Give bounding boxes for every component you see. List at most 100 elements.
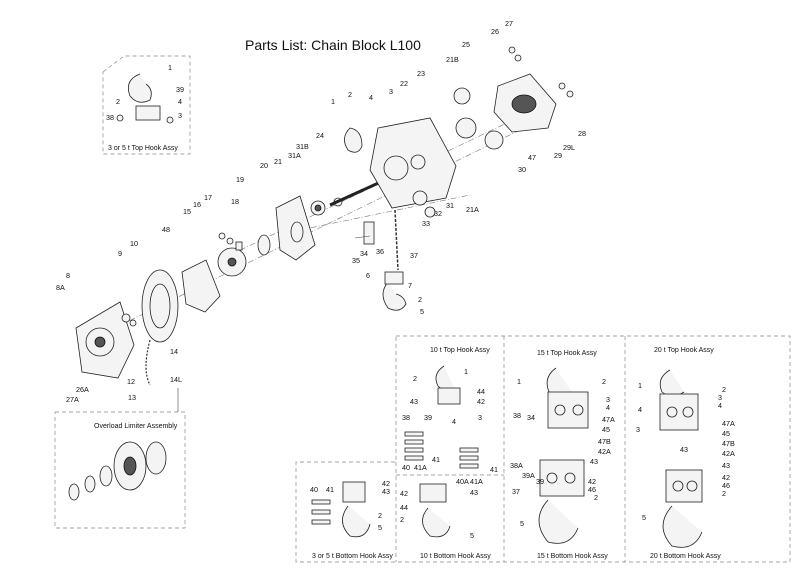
callout: 42 bbox=[722, 473, 730, 482]
callout: 31A bbox=[288, 151, 301, 160]
callout: 10 bbox=[130, 239, 138, 248]
callout: 5 bbox=[470, 531, 474, 540]
callout: 5 bbox=[420, 307, 424, 316]
callout: 2 bbox=[413, 374, 417, 383]
callout: 33 bbox=[422, 219, 430, 228]
callout: 38A bbox=[510, 461, 523, 470]
callout: 24 bbox=[316, 131, 324, 140]
top-hook-3-5-outline bbox=[102, 55, 191, 155]
callout: 45 bbox=[722, 429, 730, 438]
caption-top-hook-20: 20 t Top Hook Assy bbox=[654, 347, 714, 354]
callout: 4 bbox=[178, 97, 182, 106]
callout: 22 bbox=[400, 79, 408, 88]
callout: 4 bbox=[606, 403, 610, 412]
callout: 42 bbox=[588, 477, 596, 486]
brake-cover bbox=[181, 259, 221, 313]
callout: 43 bbox=[470, 488, 478, 497]
main-parts bbox=[75, 46, 574, 386]
assembly-captions: 3 or 5 t Top Hook Assy Overload Limiter … bbox=[94, 145, 721, 560]
callout: 41 bbox=[432, 455, 440, 464]
callout: 37 bbox=[512, 487, 520, 496]
callout: 2 bbox=[722, 385, 726, 394]
callout: 21A bbox=[466, 205, 479, 214]
callout: 18 bbox=[231, 197, 239, 206]
inset-top-hook-3-5 bbox=[116, 73, 174, 124]
caption-bottom-hook-15: 15 t Bottom Hook Assy bbox=[537, 553, 608, 560]
callout: 2 bbox=[722, 489, 726, 498]
callout: 29L bbox=[563, 143, 575, 152]
callout: 35 bbox=[352, 256, 360, 265]
callout: 47B bbox=[722, 439, 735, 448]
callout: 2 bbox=[594, 493, 598, 502]
inset-bottom-hook-3-5 bbox=[311, 481, 371, 538]
callout: 1 bbox=[168, 63, 172, 72]
load-chain bbox=[394, 209, 399, 271]
callout: 30 bbox=[518, 165, 526, 174]
callout: 47 bbox=[528, 153, 536, 162]
inset-20t bbox=[659, 369, 703, 548]
callout: 32 bbox=[434, 209, 442, 218]
callout: 2 bbox=[116, 97, 120, 106]
callout: 19 bbox=[236, 175, 244, 184]
callout: 7 bbox=[408, 281, 412, 290]
callout: 1 bbox=[517, 377, 521, 386]
callout: 14L bbox=[170, 375, 182, 384]
inset-10t bbox=[404, 365, 479, 538]
inset-overload-limiter bbox=[68, 441, 167, 501]
callout: 29 bbox=[554, 151, 562, 160]
callout: 41 bbox=[490, 465, 498, 474]
caption-top-hook-10: 10 t Top Hook Assy bbox=[430, 347, 490, 354]
callout: 34 bbox=[527, 413, 535, 422]
callout: 3 bbox=[178, 111, 182, 120]
part-callouts-20t: 1 2 3 4 4 3 47A 45 47B 42A 43 43 42 46 2… bbox=[636, 381, 735, 522]
callout: 43 bbox=[680, 445, 688, 454]
callout: 3 bbox=[718, 393, 722, 402]
callout: 41A bbox=[414, 463, 427, 472]
caption-top-hook-15: 15 t Top Hook Assy bbox=[537, 350, 597, 357]
callout: 1 bbox=[331, 97, 335, 106]
part-callouts-15t: 1 2 3 4 47A 45 47B 42A 38 34 43 38A 39A … bbox=[510, 377, 615, 528]
callout: 31B bbox=[296, 142, 309, 151]
bolt-set-10t bbox=[404, 431, 479, 469]
callout: 5 bbox=[642, 513, 646, 522]
main-bottom-hook bbox=[382, 281, 407, 311]
main-top-hook bbox=[344, 127, 363, 153]
caption-top-hook-3-5: 3 or 5 t Top Hook Assy bbox=[108, 145, 178, 152]
callout: 2 bbox=[378, 511, 382, 520]
callout: 45 bbox=[602, 425, 610, 434]
callout: 46 bbox=[588, 485, 596, 494]
callout: 38 bbox=[106, 113, 114, 122]
callout: 26A bbox=[76, 385, 89, 394]
callout: 3 bbox=[606, 395, 610, 404]
callout: 23 bbox=[417, 69, 425, 78]
callout: 4 bbox=[718, 401, 722, 410]
callout: 46 bbox=[722, 481, 730, 490]
callout: 41A bbox=[470, 477, 483, 486]
callout: 16 bbox=[193, 200, 201, 209]
callout: 43 bbox=[410, 397, 418, 406]
callout: 3 bbox=[636, 425, 640, 434]
caption-bottom-hook-10: 10 t Bottom Hook Assy bbox=[420, 553, 491, 560]
callout: 4 bbox=[452, 417, 456, 426]
callout: 4 bbox=[369, 93, 373, 102]
inset-15t bbox=[538, 367, 589, 544]
caption-bottom-hook-20: 20 t Bottom Hook Assy bbox=[650, 553, 721, 560]
callout: 40A bbox=[456, 477, 469, 486]
callout: 2 bbox=[400, 515, 404, 524]
callout: 43 bbox=[382, 487, 390, 496]
callout: 40 bbox=[310, 485, 318, 494]
callout: 48 bbox=[162, 225, 170, 234]
callout: 44 bbox=[400, 503, 408, 512]
callout: 21B bbox=[446, 55, 459, 64]
callout: 42 bbox=[382, 479, 390, 488]
callout: 39A bbox=[522, 471, 535, 480]
callout: 43 bbox=[590, 457, 598, 466]
callout: 14 bbox=[170, 347, 178, 356]
callout: 36 bbox=[376, 247, 384, 256]
callout: 39 bbox=[536, 477, 544, 486]
callout: 40 bbox=[402, 463, 410, 472]
drive-shaft bbox=[329, 178, 386, 207]
callout: 5 bbox=[520, 519, 524, 528]
callout: 15 bbox=[183, 207, 191, 216]
